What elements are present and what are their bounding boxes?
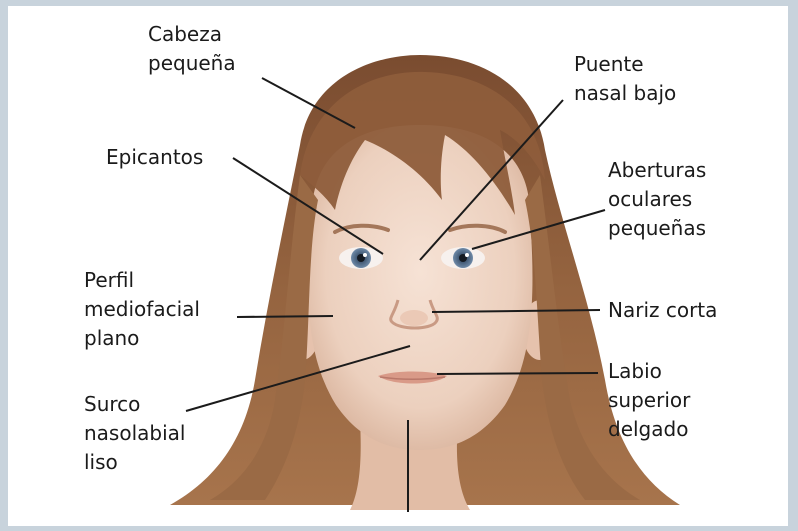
leader-perfil xyxy=(237,316,333,317)
label-surco-nasolabial: Surconasolabialliso xyxy=(84,390,185,477)
label-epicantos: Epicantos xyxy=(106,143,203,172)
leader-labio xyxy=(437,373,598,374)
label-cabeza-pequena: Cabezapequeña xyxy=(148,20,236,78)
label-labio-superior: Labiosuperiordelgado xyxy=(608,357,690,444)
label-puente-nasal-bajo: Puentenasal bajo xyxy=(574,50,676,108)
label-perfil-mediofacial: Perfilmediofacialplano xyxy=(84,266,200,353)
label-nariz-corta: Nariz corta xyxy=(608,296,717,325)
label-aberturas-oculares: Aberturasocularespequeñas xyxy=(608,156,706,243)
